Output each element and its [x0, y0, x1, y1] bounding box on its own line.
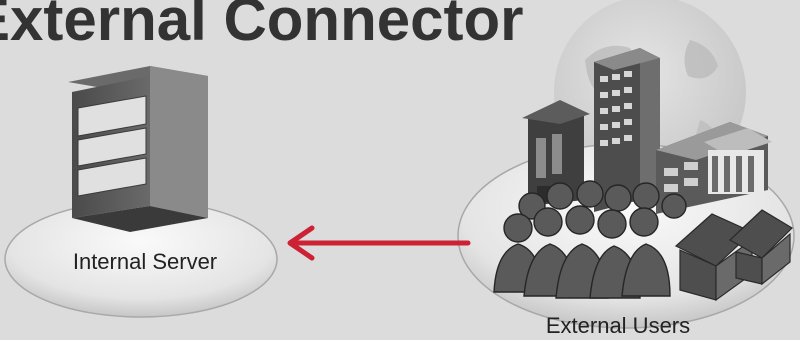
people-crowd-icon — [493, 180, 687, 299]
server-icon — [68, 66, 208, 232]
houses-icon — [674, 209, 793, 302]
connector-arrow — [287, 225, 471, 261]
internal-server-label: Internal Server — [73, 249, 217, 274]
external-users-label: External Users — [546, 313, 690, 338]
slide-title: External Connector — [0, 0, 524, 53]
